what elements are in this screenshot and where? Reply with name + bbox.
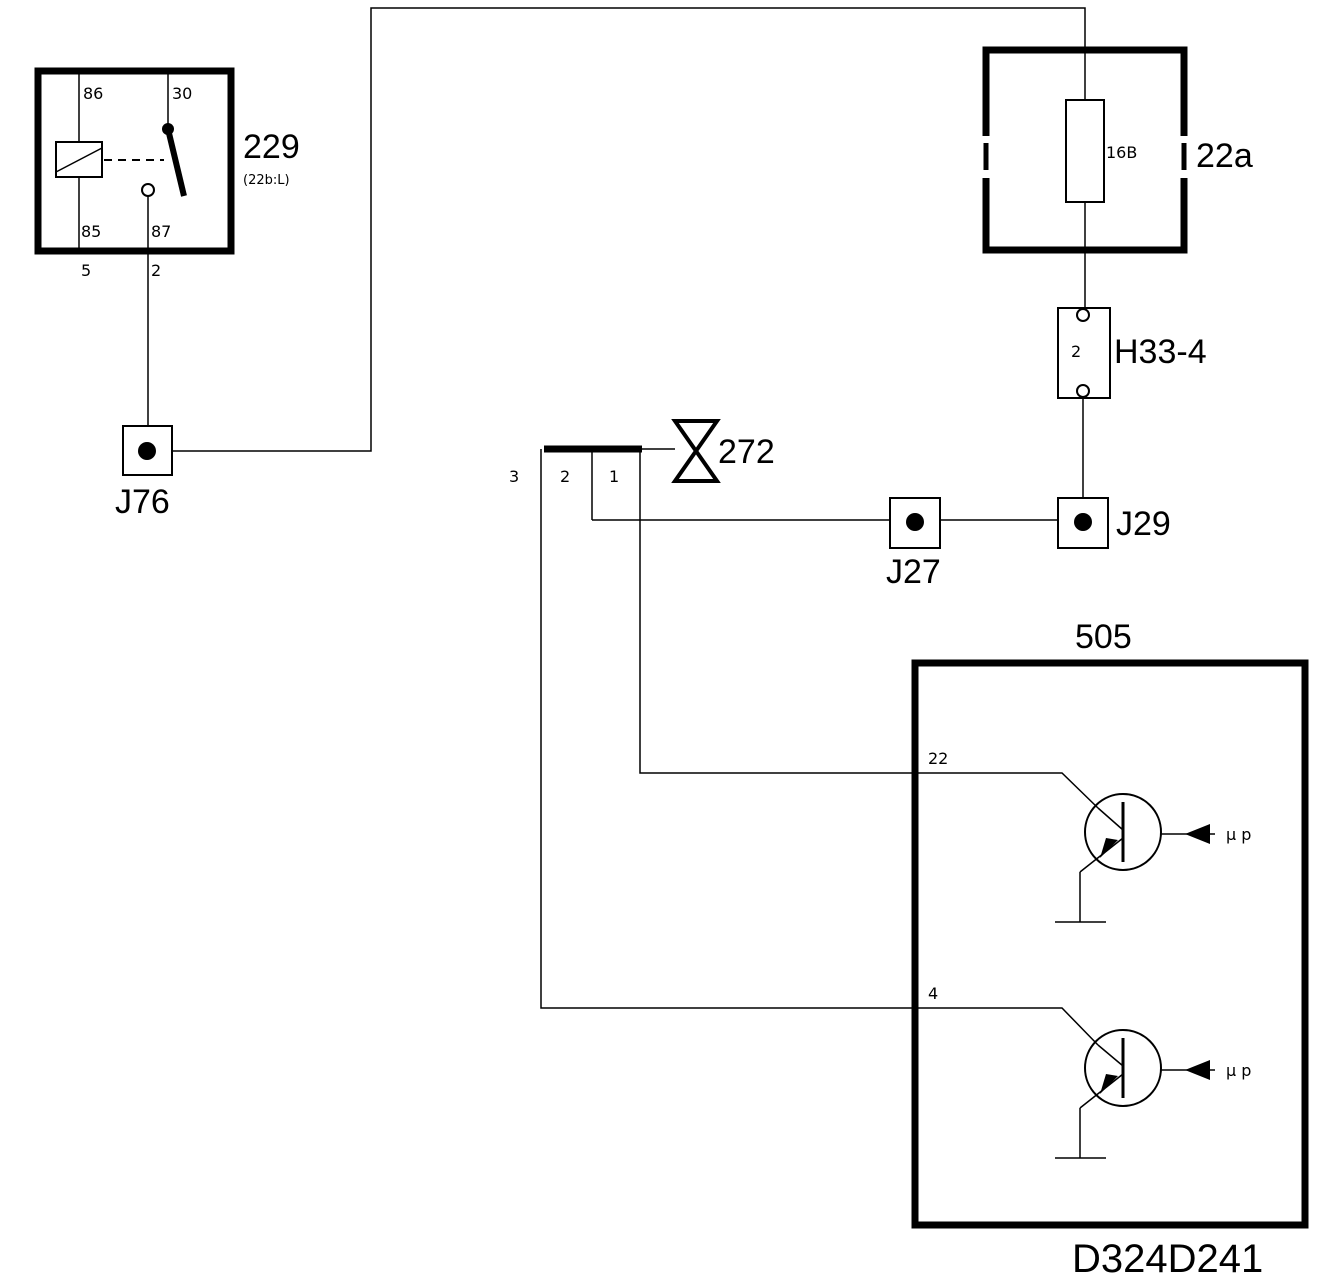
fuse-box-id-label: 22a	[1196, 137, 1253, 175]
input-arrow-icon	[1185, 824, 1210, 844]
relay-229: 86 30 85 87 5 2 229 (22b:L)	[34, 67, 300, 280]
transistor-1-signal-label: µ p	[1226, 825, 1251, 844]
fuse-box-22a: 16B 22a	[982, 46, 1253, 308]
module-505-pin-22-label: 22	[928, 749, 948, 768]
module-505: 505 22 4 µ p µ p	[911, 618, 1309, 1229]
drawing-code-label: D324D241	[1072, 1237, 1263, 1281]
transistor-2-icon: µ p	[1055, 1029, 1251, 1159]
relay-pin-86-label: 86	[83, 84, 103, 103]
relay-pin-30-label: 30	[172, 84, 192, 103]
junction-j29: J29	[1057, 497, 1171, 549]
relay-contact-87-icon	[141, 183, 155, 197]
junction-dot-icon	[138, 442, 156, 460]
transistor-2-signal-label: µ p	[1226, 1061, 1251, 1080]
component-272-pin-1-label: 1	[609, 467, 619, 486]
relay-pin-87-label: 87	[151, 222, 171, 241]
relay-id-label: 229	[243, 128, 300, 166]
relay-switch-blade-icon	[165, 128, 187, 197]
j29-label: J29	[1116, 505, 1171, 543]
relay-wire-5-label: 5	[81, 261, 91, 280]
junction-j76: J76	[115, 425, 173, 521]
module-505-housing	[911, 659, 1309, 1229]
relay-housing	[34, 67, 235, 255]
connector-id-label: H33-4	[1114, 333, 1207, 371]
junction-j27: J27	[886, 497, 941, 591]
j27-label: J27	[886, 553, 941, 591]
wire-272-pin1-to-505-pin22	[639, 449, 1099, 809]
relay-ref-label: (22b:L)	[243, 173, 290, 188]
component-272-pin-3-label: 3	[509, 467, 519, 486]
connector-pin-bottom-icon	[1076, 384, 1090, 398]
module-505-id-label: 505	[1075, 618, 1132, 656]
input-arrow-icon	[1185, 1060, 1210, 1080]
component-272: 272 3 2 1	[509, 419, 775, 520]
relay-wire-2-label: 2	[151, 261, 161, 280]
transistor-1-icon: µ p	[1055, 793, 1251, 923]
wire-j76-to-fuse	[172, 7, 1086, 452]
wire-272-pin3-to-505-pin4	[540, 449, 1099, 1046]
connector-h33-4: 2 H33-4	[1057, 307, 1207, 399]
component-272-pin-2-label: 2	[560, 467, 570, 486]
j76-label: J76	[115, 483, 170, 521]
relay-pin-85-label: 85	[81, 222, 101, 241]
fuse-icon	[1065, 99, 1105, 203]
component-272-id-label: 272	[718, 433, 775, 471]
connector-pin-label: 2	[1071, 342, 1081, 361]
junction-dot-icon	[1074, 513, 1092, 531]
module-505-pin-4-label: 4	[928, 984, 938, 1003]
connector-pin-top-icon	[1076, 308, 1090, 322]
fuse-rating-label: 16B	[1106, 143, 1137, 162]
junction-dot-icon	[906, 513, 924, 531]
component-272-bowtie-icon	[671, 419, 721, 483]
